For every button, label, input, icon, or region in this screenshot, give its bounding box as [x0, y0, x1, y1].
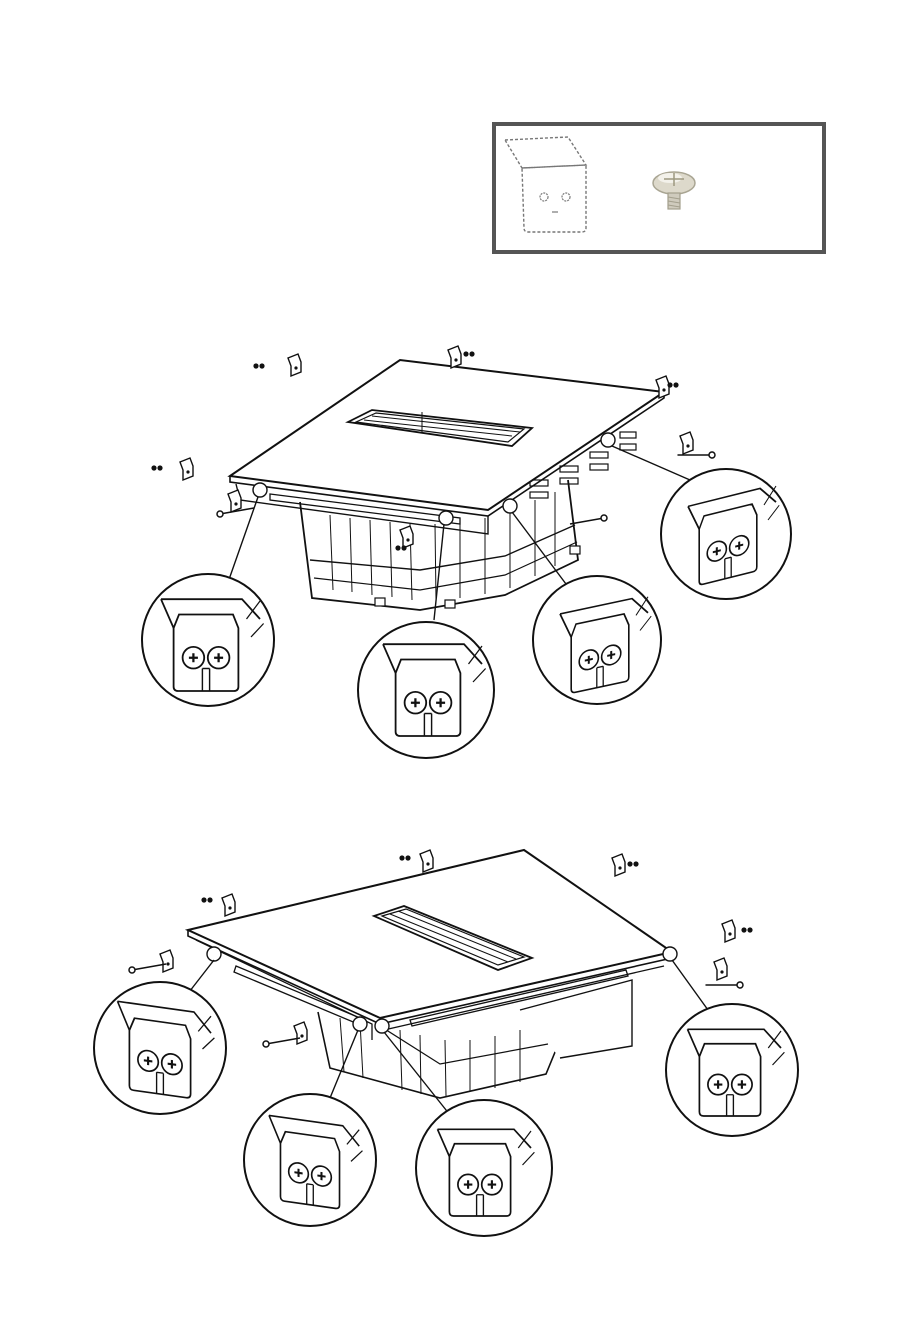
detail-callout	[358, 622, 494, 758]
detail-callout	[533, 576, 661, 704]
detail-callout	[244, 1094, 376, 1226]
detail-callout	[661, 469, 791, 599]
detail-callout	[94, 982, 226, 1114]
upper-hob-assembly	[151, 346, 715, 620]
detail-callout	[142, 574, 274, 706]
lower-hob-assembly	[129, 850, 753, 1120]
detail-callout	[666, 1004, 798, 1136]
parts-box	[494, 124, 824, 252]
detail-callout	[416, 1100, 552, 1236]
